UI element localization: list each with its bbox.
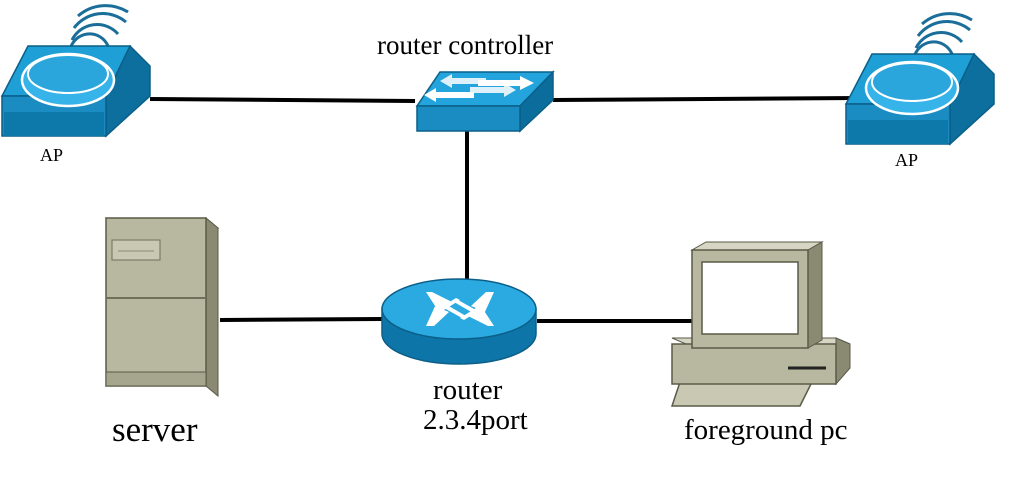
link-server-router (219, 317, 383, 322)
server-label: server (112, 410, 198, 449)
router-label: router (433, 374, 503, 406)
router-icon (381, 278, 537, 365)
router-controller-label: router controller (377, 30, 554, 60)
access-point-right-label: AP (895, 150, 919, 170)
link-ap-left-controller (149, 97, 416, 103)
access-point-left-icon (0, 4, 151, 138)
server-icon (104, 216, 220, 398)
access-point-right-icon (844, 12, 995, 146)
connection-lines (149, 96, 861, 323)
desktop-computer-icon (670, 241, 851, 407)
foreground-pc-label: foreground pc (684, 414, 848, 446)
router-ports-label: 2.3.4port (423, 404, 528, 436)
access-point-left-label: AP (40, 145, 64, 165)
link-controller-ap-right (552, 96, 861, 102)
router-controller-switch-icon (415, 70, 555, 133)
